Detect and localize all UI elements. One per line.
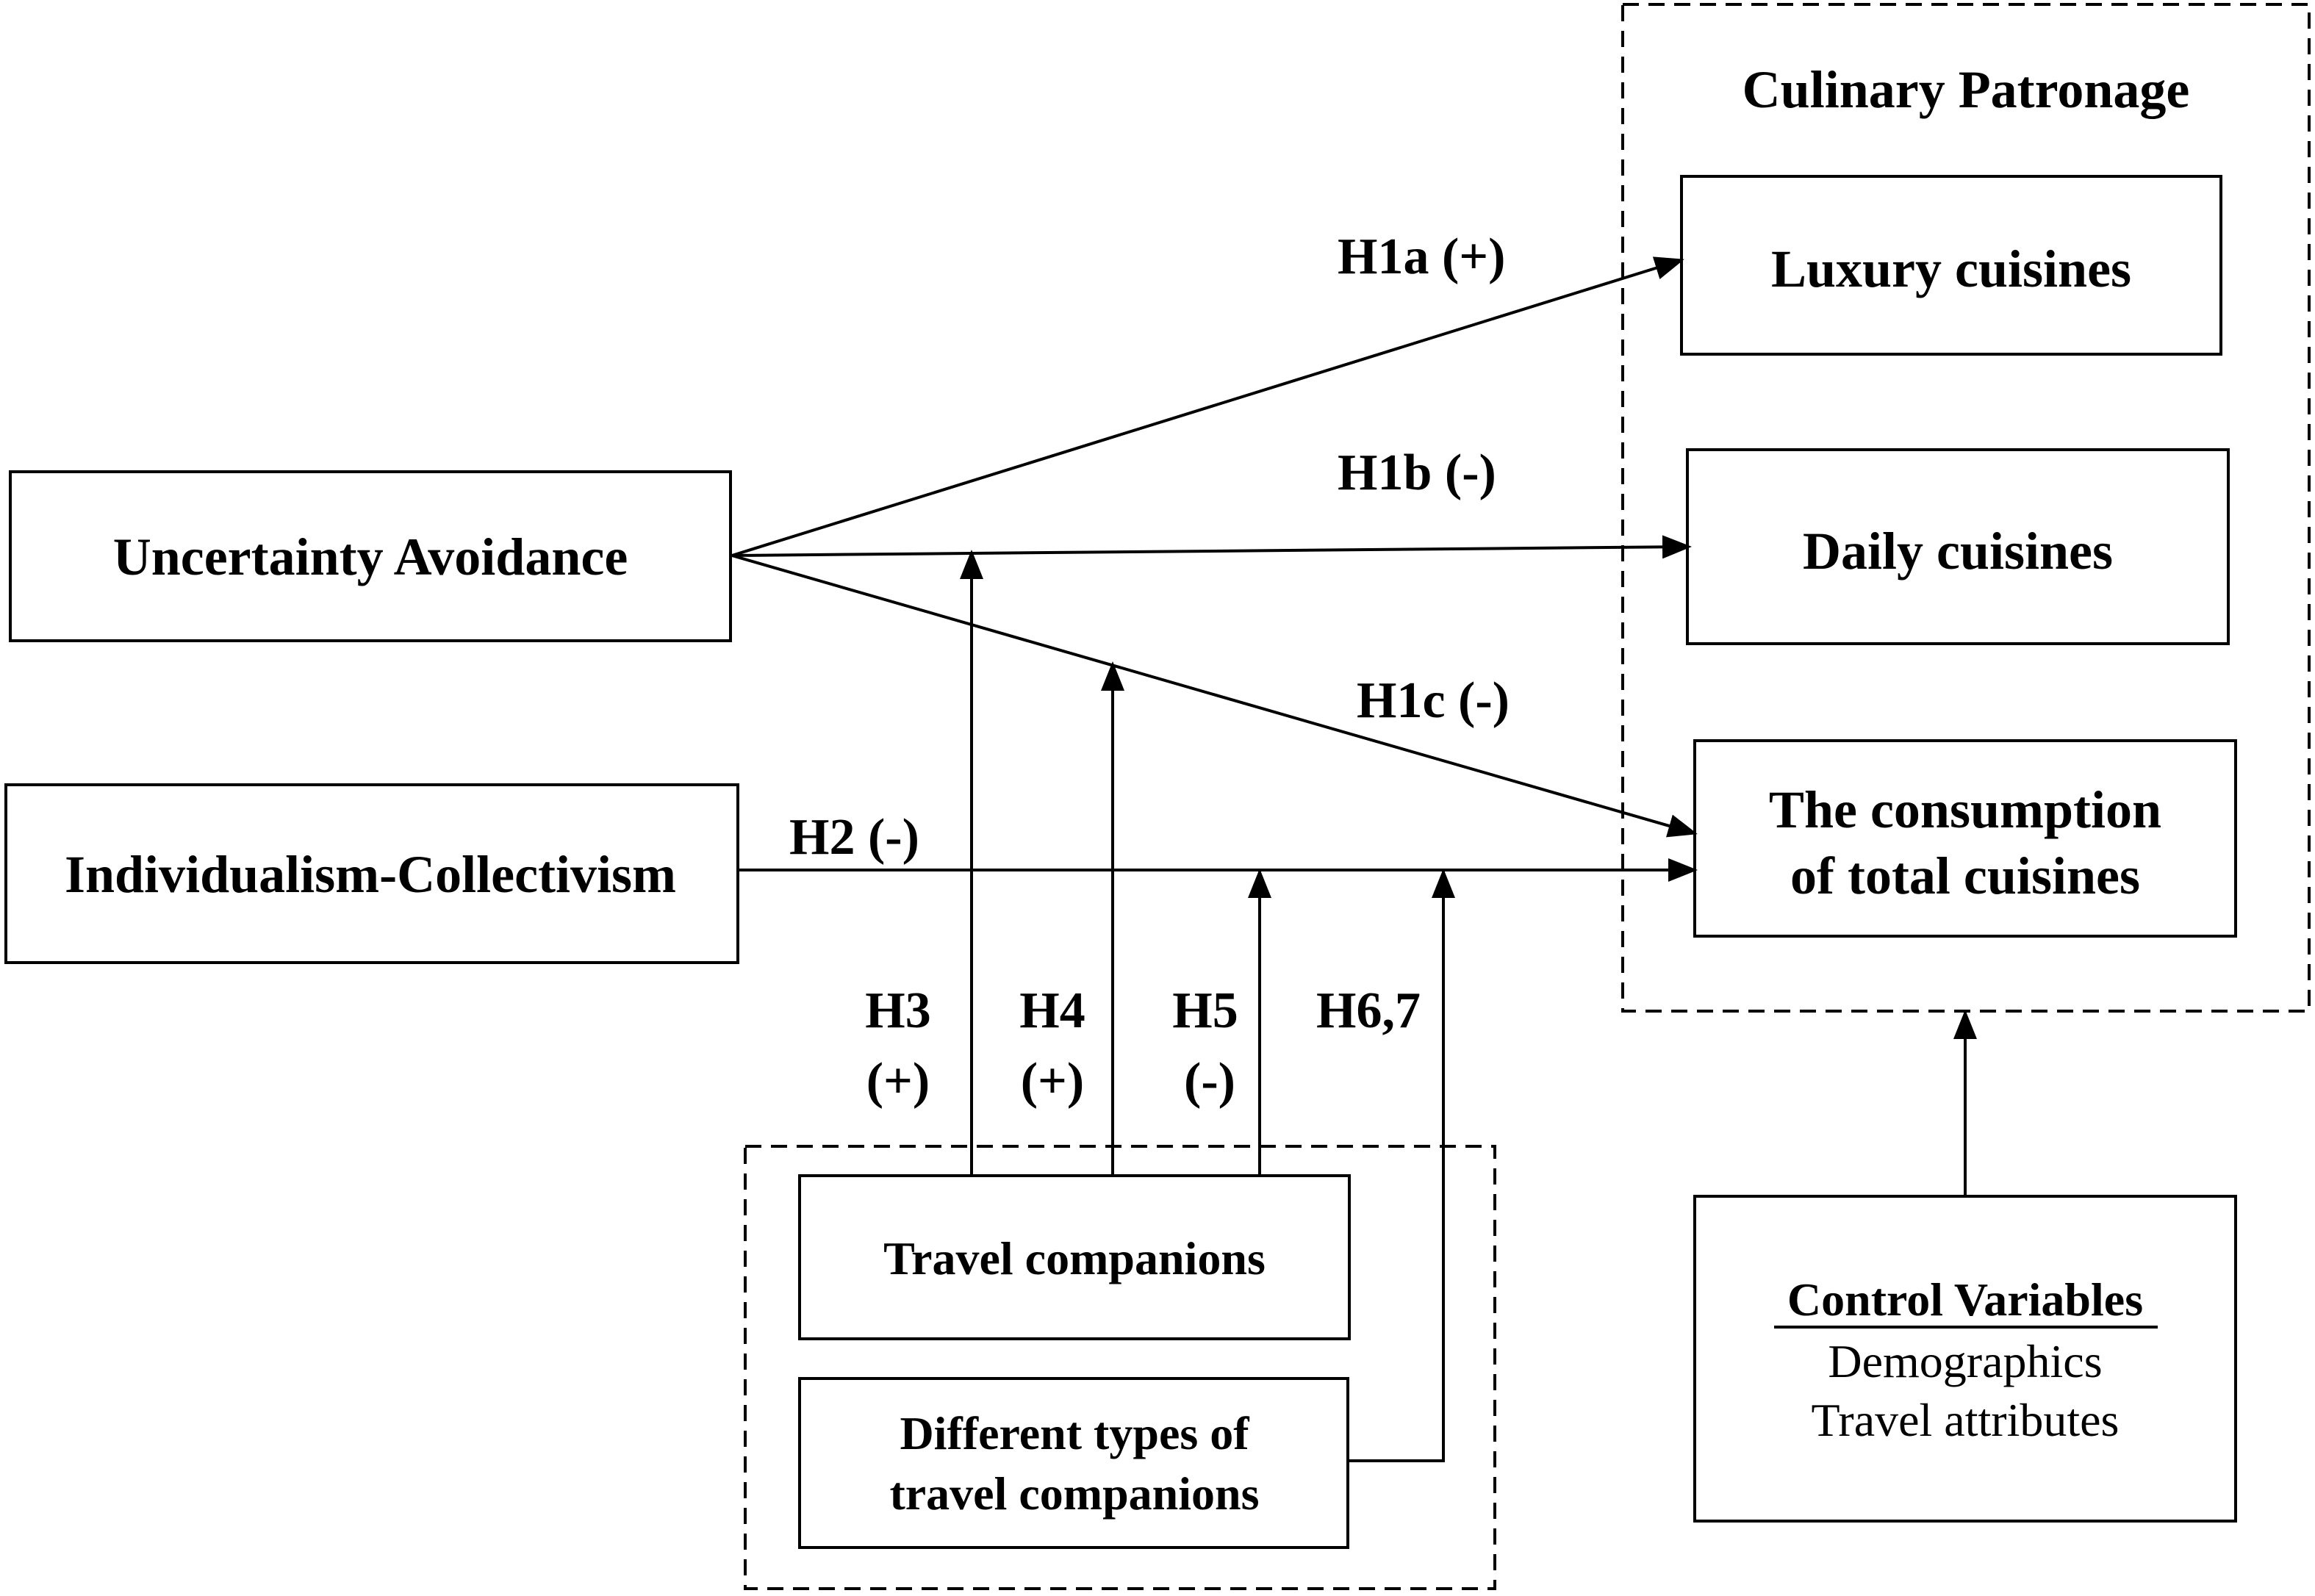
travel-companions-label: Travel companions <box>883 1232 1266 1284</box>
luxury-cuisines-label: Luxury cuisines <box>1771 240 2131 298</box>
label-h1b: H1b (-) <box>1338 445 1496 501</box>
different-types-node: Different types of travel companions <box>798 1377 1349 1549</box>
label-h3: H3 <box>865 982 930 1039</box>
individualism-collectivism-node: Individualism-Collectivism <box>4 783 739 964</box>
arrow-h1b <box>731 535 1692 559</box>
label-h1c: H1c (-) <box>1357 672 1510 729</box>
label-h4: H4 <box>1019 982 1085 1039</box>
different-types-label-line1: Different types of <box>900 1407 1249 1459</box>
label-h5-sign: (-) <box>1184 1053 1235 1110</box>
control-variables-item: Demographics <box>1828 1335 2102 1387</box>
control-variables-title: Control Variables <box>1787 1273 2143 1326</box>
daily-cuisines-label: Daily cuisines <box>1803 522 2113 580</box>
label-h3-sign: (+) <box>866 1053 930 1110</box>
different-types-label-line2: travel companions <box>889 1467 1259 1520</box>
moderators-group <box>744 1145 1496 1590</box>
luxury-cuisines-node: Luxury cuisines <box>1680 175 2222 356</box>
label-h5: H5 <box>1172 982 1238 1039</box>
arrow-h1a <box>731 256 1684 557</box>
arrow-h6-7 <box>1348 869 1455 1462</box>
arrow-h1c <box>731 554 1698 838</box>
daily-cuisines-node: Daily cuisines <box>1686 448 2230 645</box>
total-cuisines-label-line2: of total cuisines <box>1790 846 2140 905</box>
label-h1a: H1a (+) <box>1338 229 1505 285</box>
uncertainty-avoidance-label: Uncertainty Avoidance <box>113 528 628 586</box>
individualism-collectivism-label: Individualism-Collectivism <box>65 845 676 904</box>
travel-companions-node: Travel companions <box>798 1174 1351 1340</box>
culinary-patronage-title: Culinary Patronage <box>1742 60 2190 119</box>
label-h4-sign: (+) <box>1021 1053 1085 1110</box>
uncertainty-avoidance-node: Uncertainty Avoidance <box>9 470 732 642</box>
total-cuisines-node: The consumption of total cuisines <box>1693 739 2237 938</box>
control-variables-item: Travel attributes <box>1812 1394 2120 1446</box>
total-cuisines-label-line1: The consumption <box>1769 780 2161 839</box>
control-variables-node: Control Variables Demographics Travel at… <box>1693 1195 2237 1523</box>
label-h6-7: H6,7 <box>1316 982 1421 1039</box>
label-h2: H2 (-) <box>789 809 919 866</box>
